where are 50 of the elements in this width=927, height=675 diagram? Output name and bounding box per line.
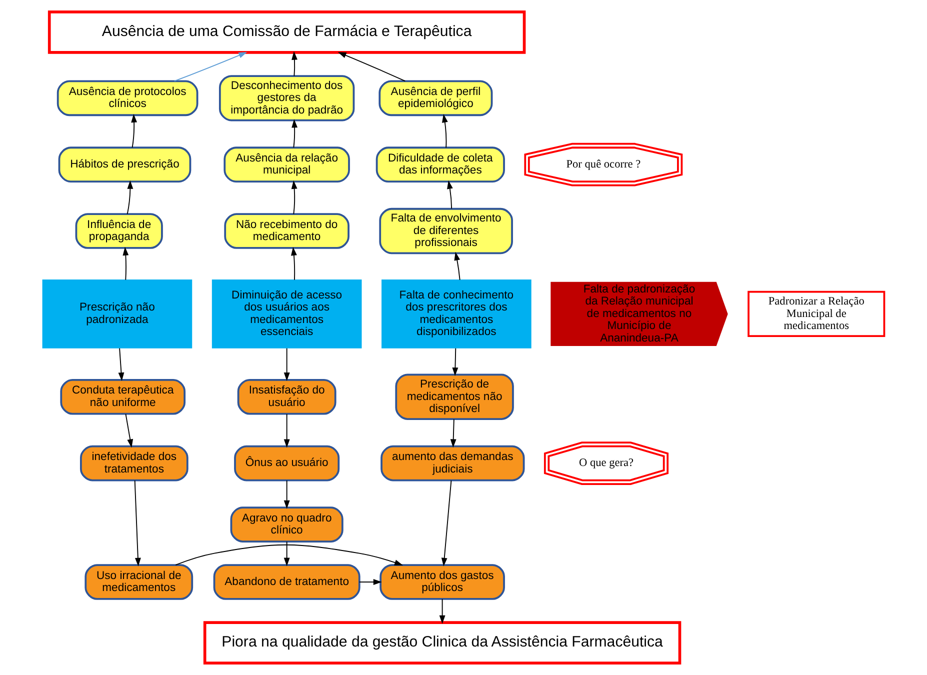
arrow xyxy=(292,51,298,76)
node-box: Ônus ao usuário xyxy=(234,445,340,482)
node-box: Falta de conhecimento dos prescritores dos medicamentos disponibilizados xyxy=(382,280,532,348)
arrow xyxy=(284,348,290,382)
node-box: Conduta terapêutica não uniforme xyxy=(60,378,186,415)
arrow xyxy=(358,579,382,585)
arrow xyxy=(441,480,452,566)
node-box: Uso irracional de medicamentos xyxy=(84,564,194,600)
node-box: Ausência da relação municipal xyxy=(224,146,350,182)
node-box: Agravo no quadro clínico xyxy=(230,506,344,542)
node-box: Insatisfação do usuário xyxy=(237,378,336,415)
arrow xyxy=(338,52,406,82)
arrow xyxy=(118,348,124,382)
arrow xyxy=(450,418,456,448)
node-box: Não recebimento do medicamento xyxy=(224,213,350,249)
arrow xyxy=(134,480,141,566)
arrow xyxy=(439,598,446,624)
node-box: Prescrição não padronizada xyxy=(42,280,192,348)
arrow xyxy=(442,114,448,148)
node-box: Hábitos de prescrição xyxy=(58,146,192,182)
node-box: Padronizar a Relação Municipal de medicamentos xyxy=(748,290,886,338)
arrow xyxy=(284,480,290,509)
node-box: aumento das demandas judiciais xyxy=(380,445,525,482)
node-box: Dificuldade de coleta das informações xyxy=(376,146,505,182)
node-box: Ausência de perfil epidemiológico xyxy=(378,80,493,116)
arrow xyxy=(291,180,298,214)
arrow xyxy=(292,119,298,148)
node-box: Falta de envolvimento de diferentes profissionais xyxy=(379,208,513,254)
arrow xyxy=(174,52,248,82)
node-box: Desconhecimento dos gestores da importância do padrão xyxy=(218,75,355,122)
node-box: Ausência de uma Comissão de Farmácia e Terapêutica xyxy=(48,10,526,54)
node-box: Piora na qualidade da gestão Clinica da Assistência Farmacêutica xyxy=(203,621,682,664)
arrow xyxy=(284,414,290,448)
arrow xyxy=(175,544,404,566)
node-box: Abandono de tratamento xyxy=(213,564,360,600)
node-box: Influência de propaganda xyxy=(75,213,163,249)
node-box: Diminuição de acesso dos usuários aos medicamentos essenciais xyxy=(212,280,362,348)
node-box: Aumento dos gastos públicos xyxy=(380,564,505,600)
arrow xyxy=(291,246,297,280)
arrow xyxy=(125,414,134,448)
arrow xyxy=(452,348,458,376)
node-box: Prescrição de medicamentos não disponível xyxy=(395,374,514,420)
arrow xyxy=(447,180,453,210)
arrow xyxy=(126,180,134,214)
arrow xyxy=(284,541,290,566)
node-box: Ausência de protocolos clínicos xyxy=(56,80,198,116)
arrow xyxy=(122,246,129,280)
arrow xyxy=(131,114,138,148)
arrow xyxy=(454,252,460,280)
node-box: inefetividade dos tratamentos xyxy=(80,445,188,482)
